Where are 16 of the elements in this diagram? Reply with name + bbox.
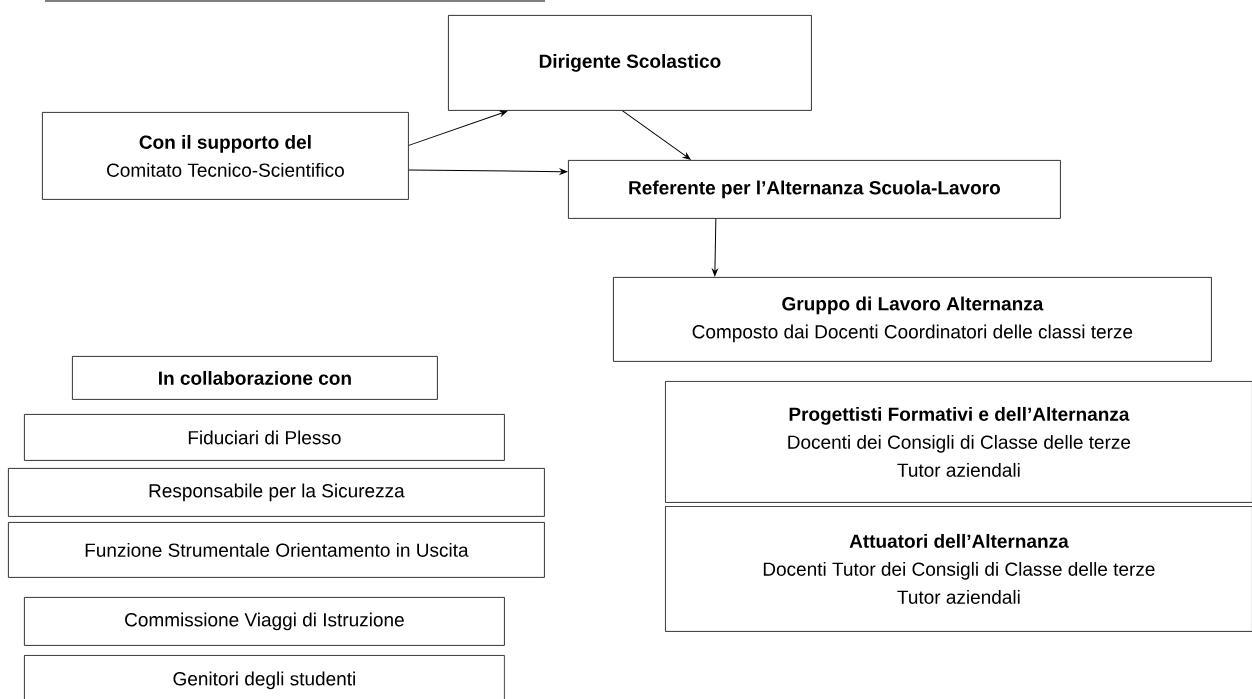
group-box: Gruppo di Lavoro Alternanza Composto dai Docenti Coordinatori delle classi terze <box>613 277 1212 362</box>
role-box: Genitori degli studenti <box>24 655 505 699</box>
heading-box: In collaborazione con <box>72 356 438 400</box>
group-box: Progettisti Formativi e dell’Alternanza Docenti dei Consigli di Classe delle terze Tutor aziendali <box>665 381 1252 503</box>
role-box: Funzione Strumentale Orientamento in Uscita <box>8 522 545 578</box>
arrow <box>622 110 691 160</box>
arrow <box>712 218 718 277</box>
role-box: Responsabile per la Sicurezza <box>8 468 545 517</box>
role-box: Fiduciari di Plesso <box>24 414 505 461</box>
arrow <box>408 110 508 146</box>
group-box: Attuatori dell’Alternanza Docenti Tutor dei Consigli di Classe delle terze Tutor aziendali <box>665 506 1252 632</box>
role-box: Referente per l’Alternanza Scuola-Lavoro <box>568 160 1061 219</box>
role-box: Commissione Viaggi di Istruzione <box>24 597 505 646</box>
role-box: Con il supporto del Comitato Tecnico-Scientifico <box>42 112 409 200</box>
role-box: Dirigente Scolastico <box>448 15 812 111</box>
arrow <box>408 168 568 175</box>
